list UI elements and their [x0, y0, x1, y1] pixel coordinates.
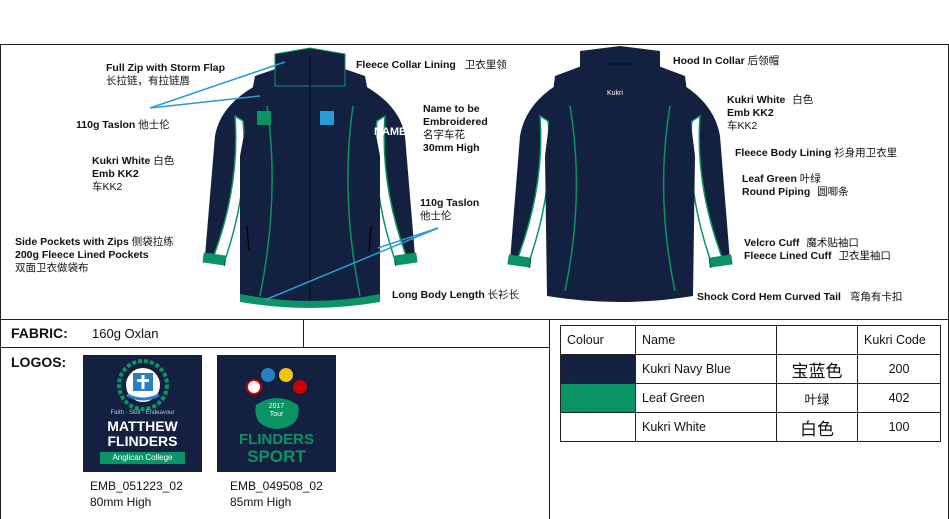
fabric-label: FABRIC: — [11, 325, 68, 341]
row-code: 200 — [857, 354, 941, 384]
back-collar — [580, 46, 660, 88]
row-name: Leaf Green — [635, 383, 777, 413]
note-long-body: Long Body Length 长衫长 — [392, 289, 520, 301]
table-row: Kukri Navy Blue 宝蓝色 200 — [560, 354, 941, 384]
note-fleece-body: Fleece Body Lining 衫身用卫衣里 — [735, 147, 898, 159]
table-row: Kukri White 白色 100 — [560, 412, 941, 442]
logo2-sport: SPORT — [247, 447, 306, 466]
row-cn: 白色 — [776, 412, 858, 442]
logos-label: LOGOS: — [11, 354, 67, 370]
callout-lines — [149, 61, 439, 301]
swatch-white — [560, 412, 636, 442]
logo1-line4: Anglican College — [100, 452, 185, 464]
row-cn: 叶绿 — [776, 383, 858, 413]
swatch-green — [560, 383, 636, 413]
logo-matthew-flinders: Faith · Skill · Endeavour MATTHEW FLINDE… — [83, 355, 202, 472]
row-cn: 宝蓝色 — [776, 354, 858, 384]
flinders-sport-paw-icon — [246, 368, 307, 429]
fabric-value: 160g Oxlan — [92, 326, 159, 341]
row-name: Kukri White — [635, 412, 777, 442]
row-code: 100 — [857, 412, 941, 442]
header-cn — [776, 325, 858, 355]
back-kukri-logo: Kukri — [607, 90, 623, 97]
colour-table-header: Colour Name Kukri Code — [560, 325, 941, 355]
logo2-year: 2017 — [268, 403, 285, 410]
back-jacket-illustration — [507, 46, 733, 302]
colour-table: Colour Name Kukri Code Kukri Navy Blue 宝… — [560, 325, 941, 442]
row-name: Kukri Navy Blue — [635, 354, 777, 384]
note-hood: Hood In Collar 后领帽 — [673, 55, 780, 67]
header-code: Kukri Code — [857, 325, 941, 355]
logo2-tour: Tour — [269, 411, 284, 418]
front-jacket-illustration — [202, 47, 418, 308]
logo1-line3: FLINDERS — [107, 433, 178, 449]
header-name: Name — [635, 325, 777, 355]
logo1-line2: MATTHEW — [107, 418, 178, 434]
swatch-navy — [560, 354, 636, 384]
logo-flinders-sport: 2017 Tour FLINDERS SPORT — [217, 355, 336, 472]
back-body — [545, 61, 695, 302]
note-fleece-collar: Fleece Collar Lining 卫衣里领 — [356, 59, 507, 71]
note-shock-cord: Shock Cord Hem Curved Tail 弯角有卡扣 — [697, 291, 903, 303]
header-colour: Colour — [560, 325, 636, 355]
row-code: 402 — [857, 383, 941, 413]
matthew-flinders-crest-icon — [117, 359, 169, 411]
logo1-motto: Faith · Skill · Endeavour — [110, 410, 175, 416]
note-taslon-left: 110g Taslon 他士伦 — [76, 119, 170, 131]
table-row: Leaf Green 叶绿 402 — [560, 383, 941, 413]
jacket-name-embroidery: NAME — [374, 126, 407, 138]
logo2-flinders: FLINDERS — [239, 431, 314, 448]
